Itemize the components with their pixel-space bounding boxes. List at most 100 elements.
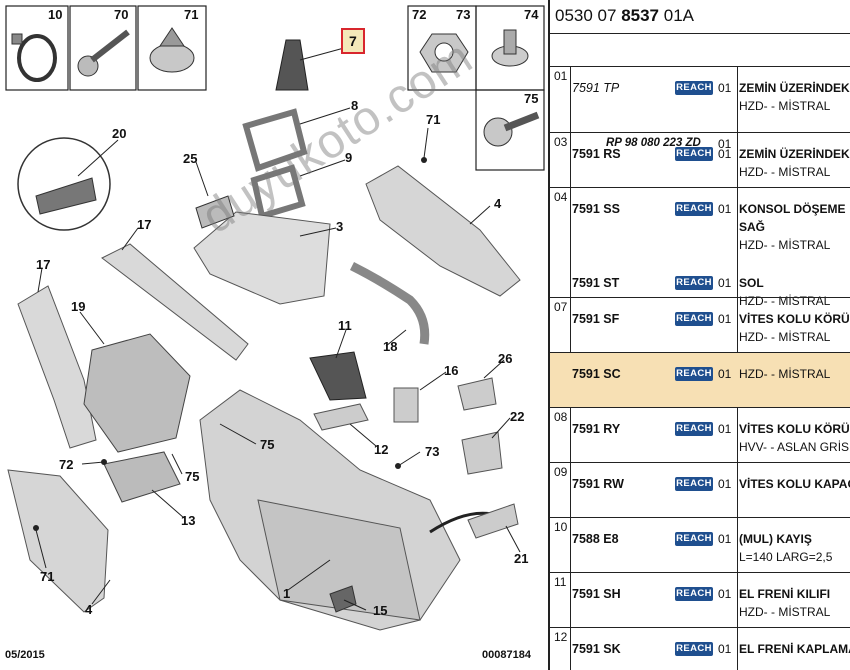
part-number[interactable]: 7591 RY	[572, 422, 621, 436]
position-number: 01	[554, 69, 568, 83]
callout-7[interactable]: 7	[341, 28, 365, 54]
part-description: (MUL) KAYIŞ	[739, 532, 812, 546]
side-panel-4-left[interactable]	[7, 469, 109, 613]
part-description: ZEMİN ÜZERİNDEKİ	[739, 147, 850, 161]
callout-25[interactable]: 25	[183, 151, 198, 166]
diagram-date: 05/2015	[5, 649, 45, 661]
callout-4a[interactable]: 4	[494, 196, 502, 211]
part-number[interactable]: 7591 TP	[572, 81, 620, 95]
callout-26[interactable]: 26	[498, 351, 513, 366]
quantity: 01	[718, 642, 732, 656]
air-duct-17b[interactable]	[17, 285, 97, 449]
callout-75b[interactable]: 75	[185, 469, 200, 484]
part-number[interactable]: 7591 SS	[572, 202, 620, 216]
brake-boot-11[interactable]	[309, 351, 367, 401]
callout-3[interactable]: 3	[336, 219, 344, 234]
box-label-75: 75	[524, 91, 539, 106]
reach-badge: REACH	[675, 276, 713, 290]
reach-badge: REACH	[675, 147, 713, 161]
box-10[interactable]	[5, 5, 69, 91]
part-number[interactable]: 7591 RW	[572, 477, 624, 491]
callout-1[interactable]: 1	[283, 586, 291, 601]
callout-15[interactable]: 15	[373, 603, 388, 618]
box-71[interactable]	[137, 5, 207, 91]
part-number[interactable]: 7591 SH	[572, 587, 621, 601]
callout-71b[interactable]: 71	[40, 569, 55, 584]
callout-16[interactable]: 16	[444, 363, 459, 378]
part-number[interactable]: 7591 RS	[572, 147, 621, 161]
position-number: 12	[554, 630, 568, 644]
quantity: 01	[718, 202, 732, 216]
reach-badge: REACH	[675, 477, 713, 491]
part-description: EL FRENİ KILIFI	[739, 587, 831, 601]
box-70[interactable]	[69, 5, 137, 91]
diagram-doc-number: 00087184	[482, 649, 531, 661]
position-number: 10	[554, 520, 568, 534]
callout-20[interactable]: 20	[112, 126, 127, 141]
callout-11[interactable]: 11	[338, 318, 352, 333]
console-trim-3[interactable]	[193, 211, 331, 305]
callout-73[interactable]: 73	[425, 444, 440, 459]
reach-badge: REACH	[675, 642, 713, 656]
part-number[interactable]: 7591 SC	[572, 367, 621, 381]
callout-13[interactable]: 13	[181, 513, 196, 528]
part-number[interactable]: 7591 ST	[572, 276, 620, 290]
callout-12[interactable]: 12	[374, 442, 389, 457]
air-duct-17a[interactable]	[101, 243, 249, 361]
gear-frame-8[interactable]	[242, 108, 308, 172]
callout-19[interactable]: 19	[71, 299, 86, 314]
side-panel-4-right[interactable]	[365, 165, 521, 297]
box-75[interactable]	[475, 89, 545, 171]
callout-22[interactable]: 22	[510, 409, 525, 424]
callout-71a[interactable]: 71	[426, 112, 441, 127]
part-description: SOL	[739, 276, 764, 290]
callout-8[interactable]: 8	[351, 98, 359, 113]
callout-9[interactable]: 9	[345, 150, 353, 165]
callout-75a[interactable]: 75	[260, 437, 275, 452]
callout-18[interactable]: 18	[383, 339, 398, 354]
gear-frame-9[interactable]	[250, 164, 306, 220]
callout-17b[interactable]: 17	[36, 257, 51, 272]
part-number[interactable]: 7588 E8	[572, 532, 619, 546]
quantity: 01	[718, 312, 732, 326]
box-label-72: 72	[412, 7, 427, 22]
part-description: HVV- - ASLAN GRİSİ	[739, 440, 850, 454]
callout-72[interactable]: 72	[59, 457, 74, 472]
quantity: 01	[718, 367, 732, 381]
callout-4b[interactable]: 4	[85, 602, 93, 617]
part-number[interactable]: 7591 SK	[572, 642, 621, 656]
module-19[interactable]	[83, 333, 191, 453]
part-number[interactable]: 7591 SF	[572, 312, 620, 326]
position-number: 11	[554, 575, 567, 589]
ring-icon	[11, 33, 57, 82]
callout-21[interactable]: 21	[514, 551, 529, 566]
callout-17a[interactable]: 17	[137, 217, 152, 232]
quantity: 01	[718, 81, 732, 95]
gear-boot[interactable]	[275, 39, 309, 91]
clip-icon	[149, 27, 195, 73]
position-number: 07	[554, 300, 568, 314]
